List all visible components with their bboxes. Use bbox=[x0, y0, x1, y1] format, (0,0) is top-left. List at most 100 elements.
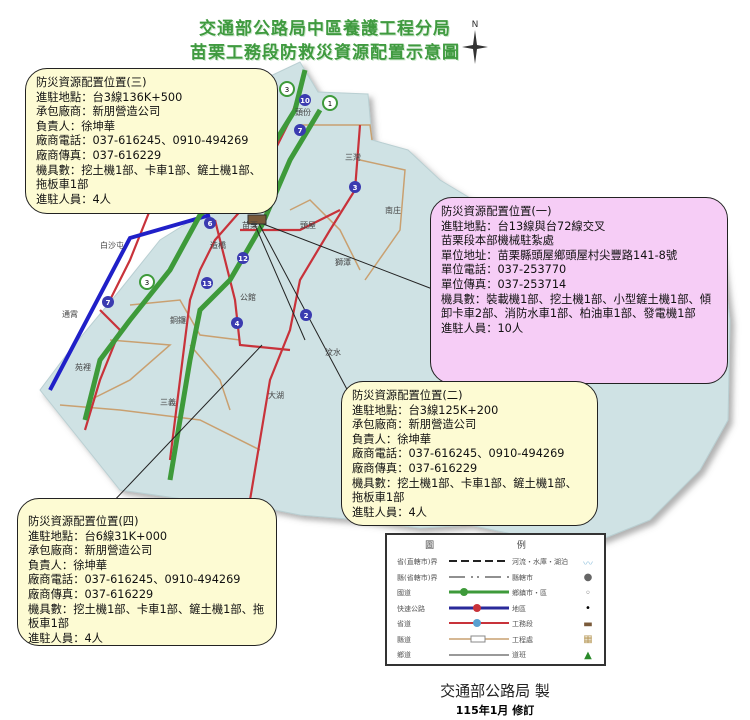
work-station-icon bbox=[247, 214, 267, 225]
svg-text:7: 7 bbox=[106, 299, 111, 307]
legend-label: 工務段 bbox=[512, 620, 533, 628]
box-line: 廠商傳真：037-616229 bbox=[28, 587, 154, 601]
place-label: 苗栗 bbox=[242, 221, 258, 230]
legend-item: 省道 bbox=[397, 617, 509, 631]
legend-label: 地區 bbox=[512, 604, 526, 613]
box-line: 進駐地點：台3線125K+200 bbox=[352, 403, 499, 417]
place-label: 獅潭 bbox=[335, 257, 351, 267]
svg-text:10: 10 bbox=[300, 97, 310, 105]
legend-item: 國道 bbox=[397, 586, 509, 600]
box-line: 廠商電話：037-616245、0910-494269 bbox=[28, 573, 241, 587]
legend-line-icon bbox=[449, 587, 509, 599]
legend-label: 河流・水庫・湖泊 bbox=[512, 558, 568, 566]
place-label: 苑裡 bbox=[75, 362, 91, 372]
legend-line-icon bbox=[449, 558, 509, 566]
box-line: 承包廠商：新朋營造公司 bbox=[36, 105, 161, 119]
box-line: 廠商傳真：037-616229 bbox=[36, 148, 162, 162]
legend-item: 工務段 ▬ bbox=[512, 617, 602, 631]
legend-label: 省道 bbox=[397, 620, 411, 628]
resource-box-1: 防災資源配置位置(一)進駐地點：台13線與台72線交叉苗栗段本部機械駐紮處單位地… bbox=[430, 197, 728, 384]
place-label: 白沙屯 bbox=[100, 240, 124, 250]
place-label: 公館 bbox=[240, 292, 256, 302]
legend-item: 省(直轄市)界 bbox=[397, 555, 509, 569]
legend-label: 工程處 bbox=[512, 635, 533, 644]
box-line: 承包廠商：新朋營造公司 bbox=[28, 544, 153, 558]
map-legend: 圖 例 省(直轄市)界河流・水庫・湖泊 〰縣(省轄市)界縣轄市 ● 國道 鄉鎮市・區 ◦ 快… bbox=[385, 533, 606, 666]
svg-text:7: 7 bbox=[298, 127, 303, 135]
legend-item: 道班▲ bbox=[512, 648, 602, 662]
box-line: 單位電話：037-253770 bbox=[441, 263, 567, 277]
legend-line-icon bbox=[449, 651, 509, 659]
box-line: 進駐人員：10人 bbox=[441, 321, 524, 335]
place-label: 通霄 bbox=[62, 309, 78, 319]
north-compass-icon: N bbox=[462, 20, 488, 68]
place-label: 頭份 bbox=[295, 107, 311, 117]
svg-text:2: 2 bbox=[304, 312, 309, 320]
legend-symbol-icon: ● bbox=[583, 572, 593, 583]
box-line: 負責人：徐坤華 bbox=[352, 432, 432, 446]
box-line: 機具數：挖土機1部、卡車1部、鏟土機1部、拖板車1部 bbox=[36, 163, 261, 192]
box-line: 苗栗段本部機械駐紮處 bbox=[441, 234, 554, 248]
legend-item: 河流・水庫・湖泊 〰 bbox=[512, 555, 602, 570]
box-line: 進駐地點：台6線31K+000 bbox=[28, 529, 168, 543]
box-line: 廠商電話：037-616245、0910-494269 bbox=[352, 447, 565, 461]
svg-text:13: 13 bbox=[202, 280, 212, 288]
svg-text:12: 12 bbox=[238, 255, 248, 263]
legend-label: 國道 bbox=[397, 589, 411, 597]
legend-symbol-icon: • bbox=[585, 603, 591, 614]
legend-item: 工程處 ▦ bbox=[512, 633, 602, 647]
legend-item: 鄉道 bbox=[397, 648, 509, 662]
svg-text:3: 3 bbox=[285, 86, 289, 94]
revision-date: 115年1月 修訂 bbox=[455, 704, 535, 717]
legend-symbol-icon: ▬ bbox=[583, 618, 593, 630]
legend-symbol-icon: ▲ bbox=[584, 649, 592, 661]
box-line: 負責人：徐坤華 bbox=[36, 119, 116, 133]
legend-line-icon bbox=[449, 603, 509, 615]
svg-text:6: 6 bbox=[208, 220, 213, 228]
legend-label: 縣轄市 bbox=[512, 573, 533, 582]
box-line: 機具數：挖土機1部、卡車1部、鏟土機1部、拖板車1部 bbox=[28, 602, 265, 631]
legend-line-icon bbox=[449, 618, 509, 630]
map-title-line1: 交通部公路局中區養護工程分局 bbox=[199, 19, 451, 39]
legend-label: 鄉道 bbox=[397, 651, 411, 659]
box-line: 單位地址：苗栗縣頭屋鄉頭屋村尖豐路141-8號 bbox=[441, 248, 678, 262]
callout-lines bbox=[109, 221, 436, 506]
box-line: 進駐人員：4人 bbox=[352, 505, 427, 519]
legend-item: 縣(省轄市)界 bbox=[397, 571, 509, 585]
place-label: 大湖 bbox=[268, 390, 284, 400]
svg-text:1: 1 bbox=[328, 100, 332, 108]
box-line: 進駐地點：台13線與台72線交叉 bbox=[441, 219, 606, 233]
map-title-line2: 苗栗工務段防救災資源配置示意圖 bbox=[190, 43, 460, 63]
box-line: 機具數：挖土機1部、卡車1部、鏟土機1部、拖板車1部 bbox=[352, 476, 577, 505]
place-label: 頭屋 bbox=[300, 221, 316, 230]
legend-item: 縣轄市 ● bbox=[512, 571, 602, 585]
legend-symbol-icon: 〰 bbox=[583, 558, 593, 570]
place-label: 銅鑼 bbox=[170, 315, 186, 325]
legend-label: 快速公路 bbox=[397, 604, 425, 613]
box-line: 廠商傳真：037-616229 bbox=[352, 461, 478, 475]
place-label: 造橋 bbox=[210, 240, 226, 250]
box-line: 承包廠商：新朋營造公司 bbox=[352, 418, 477, 432]
route-shields: 10 7 3 6 12 13 4 2 7 3 1 3 bbox=[102, 81, 361, 329]
legend-symbol-icon: ▦ bbox=[583, 634, 593, 645]
place-label: 南庄 bbox=[385, 205, 401, 215]
box-line: 進駐人員：4人 bbox=[28, 631, 103, 645]
legend-line-icon bbox=[449, 574, 509, 582]
box-line: 進駐地點：台3線136K+500 bbox=[36, 90, 183, 104]
legend-heading: 圖 例 bbox=[425, 541, 566, 551]
box-line: 單位傳真：037-253714 bbox=[441, 277, 567, 291]
place-label: 三義 bbox=[160, 397, 176, 407]
box-heading: 防災資源配置位置(一) bbox=[441, 205, 552, 218]
publisher-credit: 交通部公路局 製 bbox=[440, 682, 550, 700]
legend-label: 鄉鎮市・區 bbox=[512, 589, 547, 597]
compass-label: N bbox=[471, 20, 479, 30]
legend-symbol-icon: ◦ bbox=[585, 587, 591, 599]
box-line: 負責人：徐坤華 bbox=[28, 558, 108, 572]
svg-text:3: 3 bbox=[145, 279, 149, 287]
box-line: 進駐人員：4人 bbox=[36, 192, 111, 206]
svg-text:4: 4 bbox=[235, 320, 240, 328]
box-heading: 防災資源配置位置(三) bbox=[36, 76, 147, 89]
